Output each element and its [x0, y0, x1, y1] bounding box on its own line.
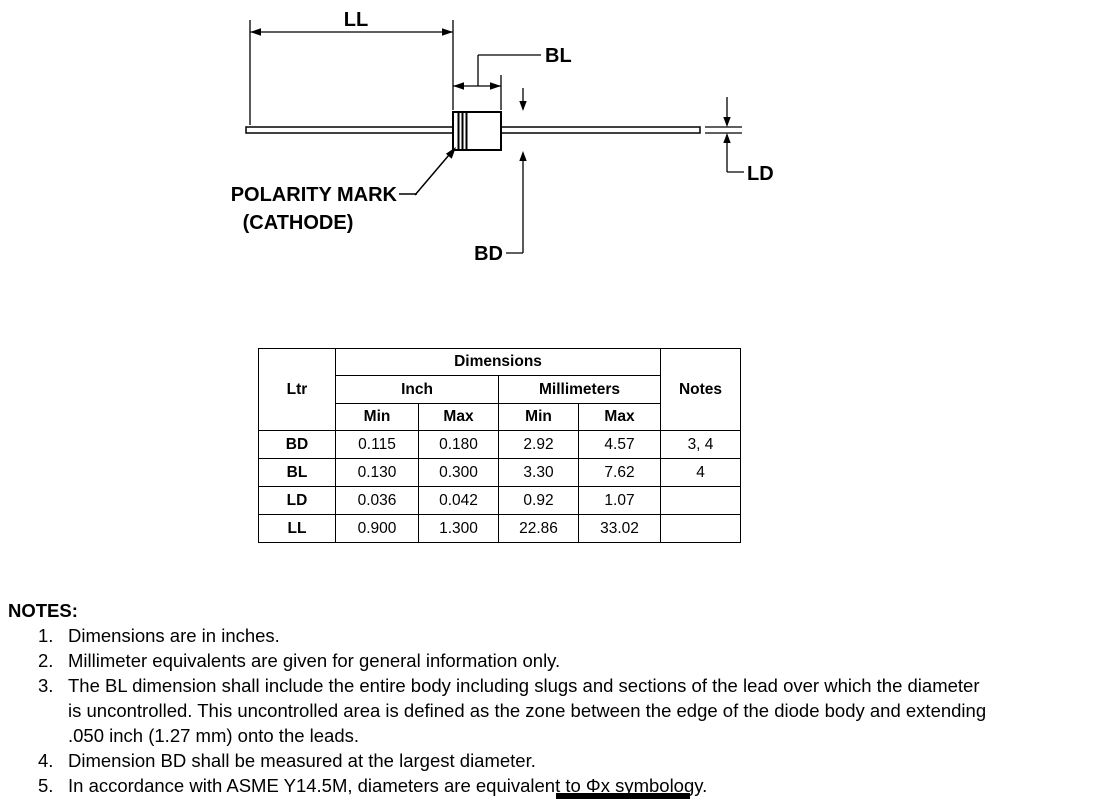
label-bd: BD [474, 243, 503, 265]
cell-mm-min: 22.86 [498, 514, 579, 543]
cell-inch-min: 0.130 [335, 458, 419, 487]
cell-inch-max: 1.300 [418, 514, 499, 543]
lead-wire-right [500, 126, 701, 134]
cell-ltr: LD [258, 486, 336, 515]
cell-inch-min: 0.036 [335, 486, 419, 515]
note-number: 2. [38, 650, 54, 671]
diode-body [452, 111, 502, 151]
header-row-dimensions: Ltr Dimensions Notes [258, 348, 741, 431]
cell-mm-min: 2.92 [498, 430, 579, 459]
col-header-ltr: Ltr [258, 348, 336, 431]
notes-section: NOTES: 1. Dimensions are in inches. 2. M… [8, 598, 1112, 798]
cell-inch-max: 0.180 [418, 430, 499, 459]
cell-notes [660, 486, 741, 515]
cell-ltr: BL [258, 458, 336, 487]
table-row-ll: LL 0.900 1.300 22.86 33.02 [258, 514, 741, 543]
lead-wire-left [245, 126, 454, 134]
note-text: The BL dimension shall include the entir… [68, 675, 987, 746]
footer-bar [556, 793, 690, 799]
dimension-bl [453, 54, 541, 110]
label-cathode: (CATHODE) [243, 212, 354, 234]
dimensions-table: Ltr Dimensions Notes Inch Millimeters Mi… [258, 348, 741, 543]
label-ld: LD [747, 163, 774, 185]
note-number: 1. [38, 625, 54, 646]
col-header-mm-min: Min [498, 403, 579, 431]
table-row-bd: BD 0.115 0.180 2.92 4.57 3, 4 [258, 430, 741, 459]
table-row-bl: BL 0.130 0.300 3.30 7.62 4 [258, 458, 741, 487]
note-text: In accordance with ASME Y14.5M, diameter… [68, 775, 708, 796]
cell-notes: 4 [660, 458, 741, 487]
col-header-dimensions: Dimensions [335, 348, 661, 376]
cell-ltr: LL [258, 514, 336, 543]
note-item-5: 5. In accordance with ASME Y14.5M, diame… [8, 773, 1112, 798]
col-header-millimeters: Millimeters [498, 375, 661, 404]
cell-mm-max: 4.57 [578, 430, 661, 459]
cell-inch-max: 0.300 [418, 458, 499, 487]
dimension-bd [506, 88, 527, 254]
cell-mm-max: 1.07 [578, 486, 661, 515]
note-item-4: 4. Dimension BD shall be measured at the… [8, 748, 1112, 773]
note-item-3: 3. The BL dimension shall include the en… [8, 673, 1112, 748]
dimension-ld [705, 97, 744, 173]
label-polarity-mark: POLARITY MARK [231, 184, 398, 206]
note-number: 5. [38, 775, 54, 796]
col-header-inch: Inch [335, 375, 499, 404]
note-item-2: 2. Millimeter equivalents are given for … [8, 648, 1112, 673]
cell-notes: 3, 4 [660, 430, 741, 459]
dimension-ll [249, 20, 454, 125]
cell-inch-min: 0.115 [335, 430, 419, 459]
note-text: Dimension BD shall be measured at the la… [68, 750, 536, 771]
cell-notes [660, 514, 741, 543]
cell-mm-max: 33.02 [578, 514, 661, 543]
note-number: 4. [38, 750, 54, 771]
col-header-notes: Notes [660, 348, 741, 431]
header-row-units: Inch Millimeters [259, 375, 741, 404]
col-header-mm-max: Max [578, 403, 661, 431]
package-outline-drawing: LL BL BD LD POLARITY MARK (CATHODE) [231, 9, 774, 265]
polarity-leader-arrow [399, 147, 456, 196]
note-text: Millimeter equivalents are given for gen… [68, 650, 561, 671]
note-text: Dimensions are in inches. [68, 625, 280, 646]
note-item-1: 1. Dimensions are in inches. [8, 623, 1112, 648]
label-ll: LL [344, 9, 368, 31]
cell-inch-min: 0.900 [335, 514, 419, 543]
note-number: 3. [38, 675, 54, 696]
label-bl: BL [545, 45, 572, 67]
table-row-ld: LD 0.036 0.042 0.92 1.07 [258, 486, 741, 515]
cell-mm-min: 3.30 [498, 458, 579, 487]
notes-heading: NOTES: [8, 600, 78, 621]
cell-mm-min: 0.92 [498, 486, 579, 515]
col-header-inch-max: Max [418, 403, 499, 431]
cell-inch-max: 0.042 [418, 486, 499, 515]
col-header-inch-min: Min [335, 403, 419, 431]
cell-mm-max: 7.62 [578, 458, 661, 487]
cathode-band [457, 113, 468, 149]
cell-ltr: BD [258, 430, 336, 459]
